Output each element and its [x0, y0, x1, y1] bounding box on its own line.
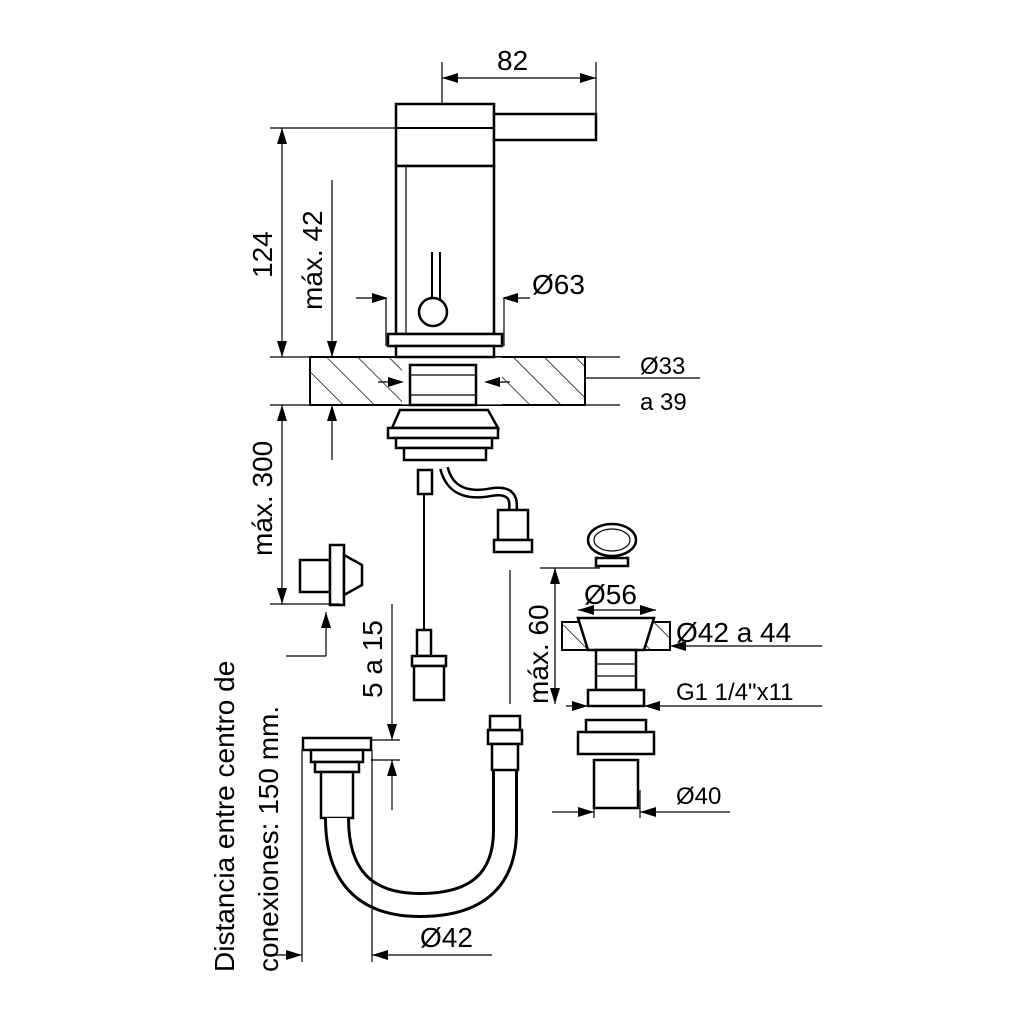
- dim-hole-diameter-from: Ø33: [640, 353, 685, 380]
- drain-trap: [301, 714, 524, 919]
- dim-hose-diameter: Ø42: [420, 922, 473, 953]
- dim-total-height: 124: [247, 231, 278, 278]
- dim-handle-width: 82: [497, 45, 528, 76]
- faucet-body: [386, 102, 598, 462]
- dim-max-deck-height: máx. 42: [297, 210, 328, 310]
- dim-body-diameter: Ø63: [532, 269, 585, 300]
- note-line-2: conexiones: 150 mm.: [253, 706, 284, 972]
- drain-assembly: [561, 522, 671, 810]
- note-line-1: Distancia entre centro de: [209, 661, 240, 972]
- supply-hoses: [298, 466, 534, 702]
- dim-drain-thread: G1 1/4"x11: [676, 679, 793, 706]
- dimension-lines: [264, 62, 822, 962]
- dim-drain-hole-diameter: Ø42 a 44: [676, 617, 791, 648]
- dim-hole-diameter-to: a 39: [640, 389, 687, 416]
- dim-adjust-range: 5 a 15: [357, 620, 388, 698]
- dim-tail-diameter: Ø40: [676, 783, 721, 810]
- dim-max-below-deck: máx. 300: [247, 441, 278, 556]
- dim-drain-max-height: máx. 60: [523, 604, 554, 704]
- dim-drain-cap-diameter: Ø56: [584, 579, 637, 610]
- stop-valve: [298, 543, 364, 607]
